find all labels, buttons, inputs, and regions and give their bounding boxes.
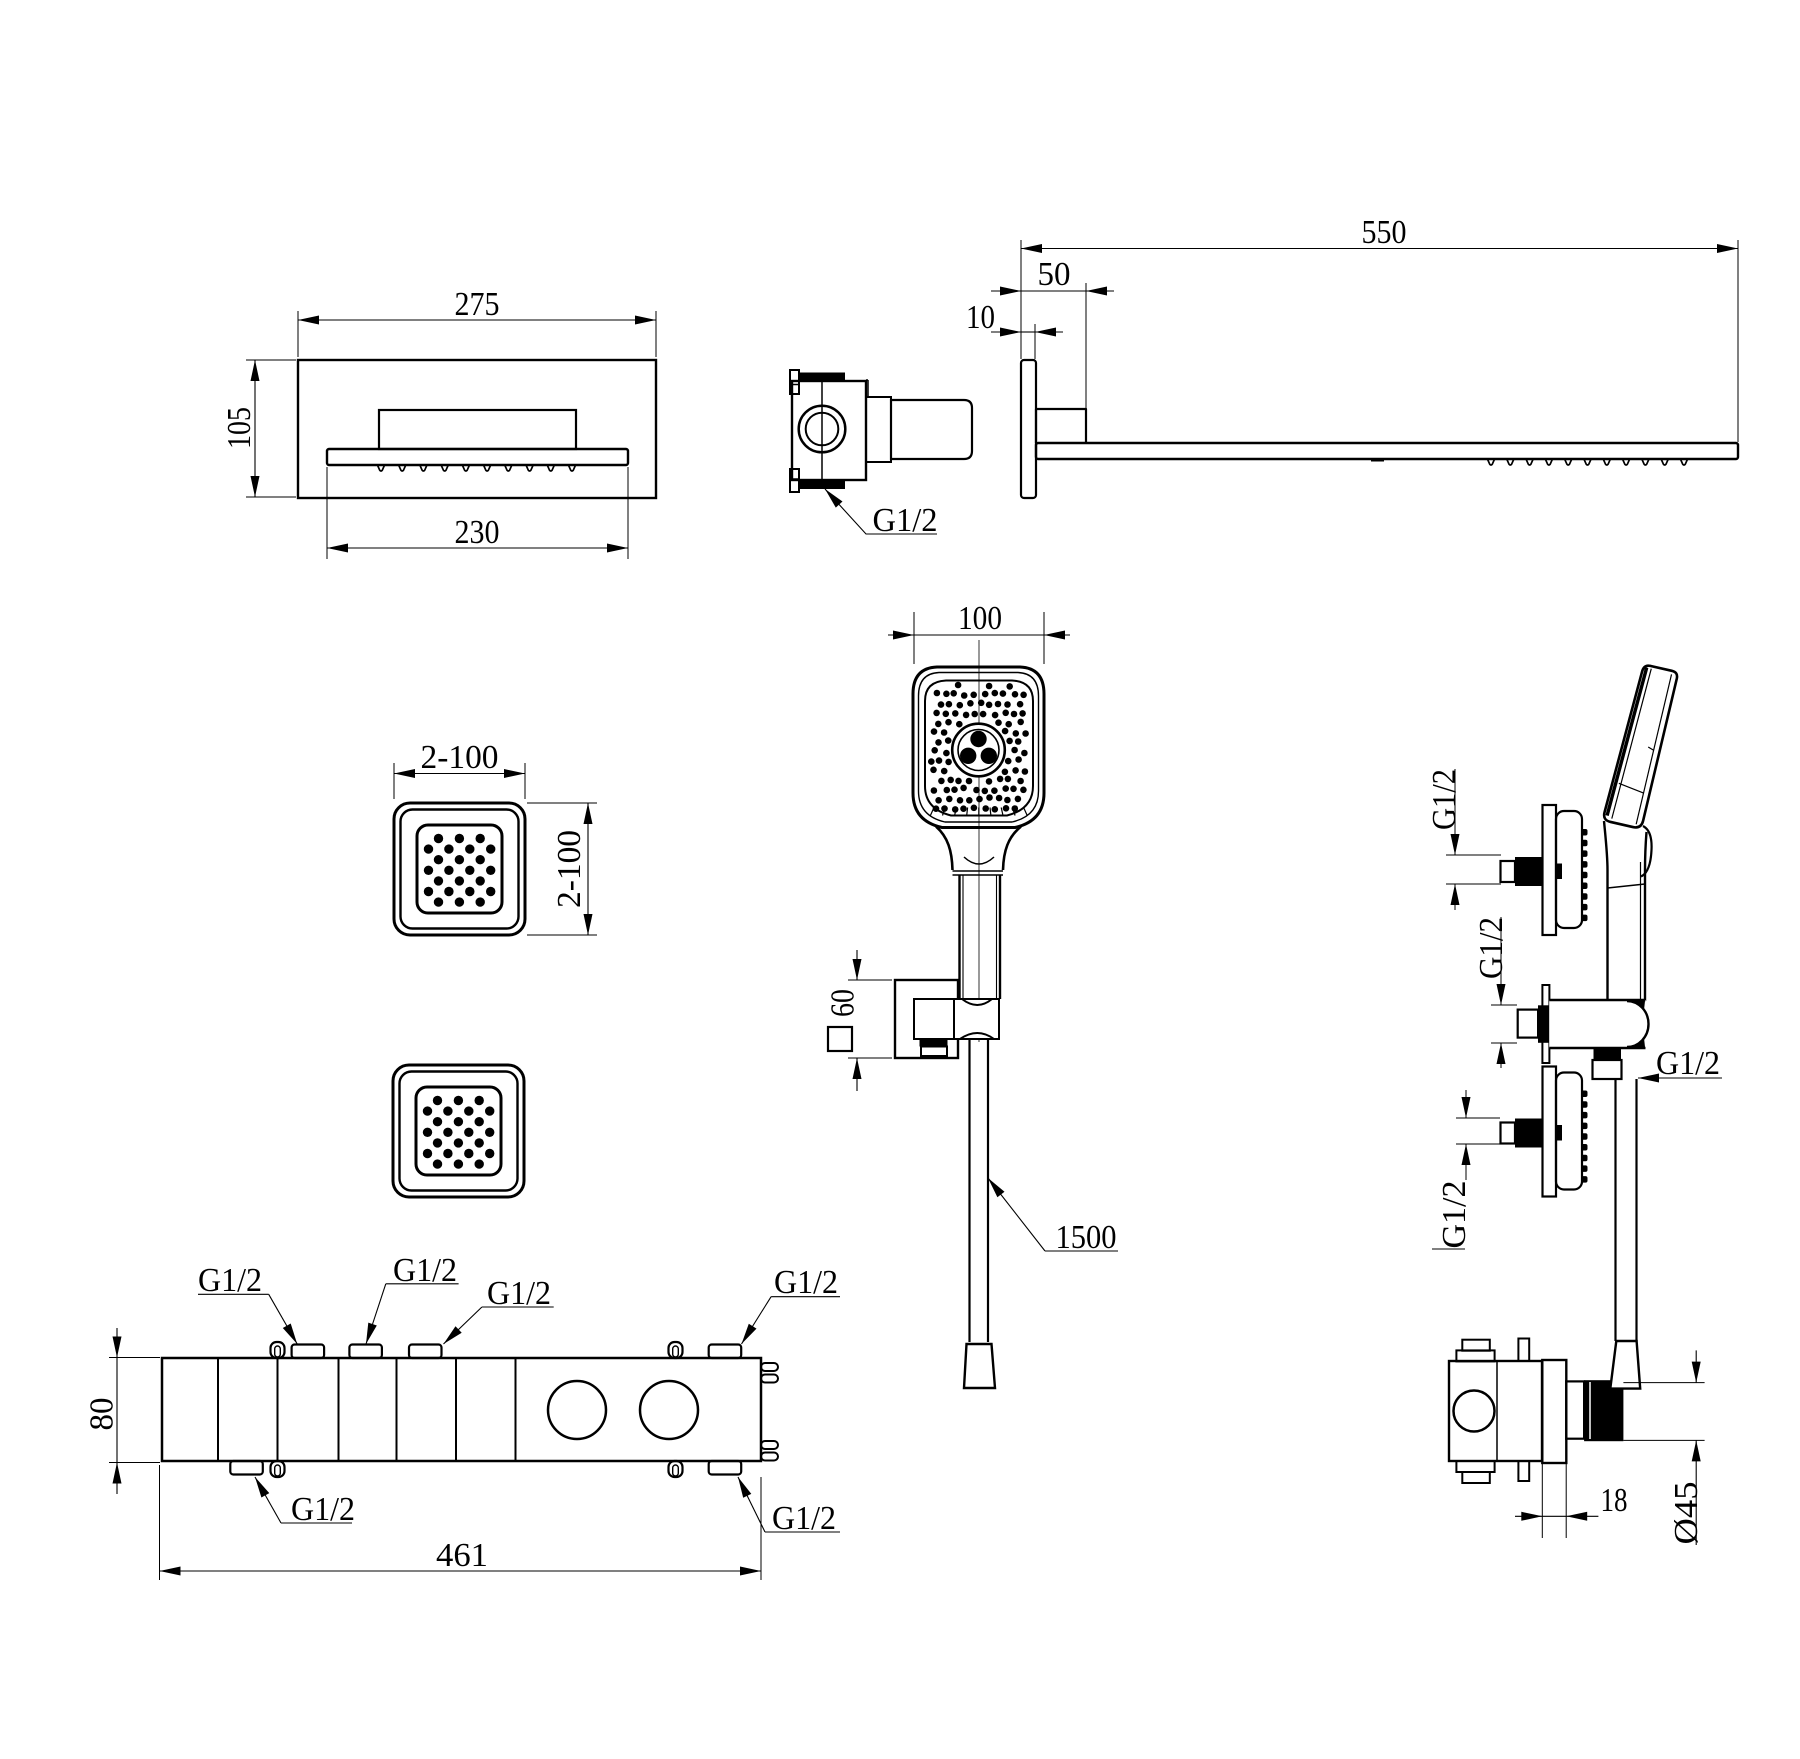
svg-text:G1/2: G1/2 bbox=[1436, 1181, 1473, 1249]
svg-text:10: 10 bbox=[966, 299, 995, 336]
svg-text:461: 461 bbox=[436, 1537, 488, 1574]
svg-text:G1/2: G1/2 bbox=[198, 1262, 262, 1299]
svg-text:100: 100 bbox=[958, 600, 1002, 637]
svg-text:G1/2: G1/2 bbox=[873, 502, 938, 539]
svg-text:550: 550 bbox=[1362, 214, 1407, 251]
svg-text:2-100: 2-100 bbox=[551, 830, 588, 908]
svg-text:275: 275 bbox=[455, 286, 500, 323]
svg-text:105: 105 bbox=[221, 407, 258, 449]
svg-text:G1/2: G1/2 bbox=[487, 1275, 551, 1312]
svg-text:60: 60 bbox=[825, 989, 862, 1017]
svg-text:18: 18 bbox=[1601, 1482, 1628, 1519]
svg-text:80: 80 bbox=[84, 1398, 121, 1431]
svg-text:G1/2: G1/2 bbox=[774, 1264, 838, 1301]
svg-text:1500: 1500 bbox=[1056, 1219, 1117, 1256]
svg-text:2-100: 2-100 bbox=[421, 739, 499, 776]
svg-text:G1/2: G1/2 bbox=[393, 1252, 457, 1289]
svg-text:G1/2: G1/2 bbox=[1426, 769, 1463, 830]
svg-text:G1/2: G1/2 bbox=[291, 1491, 355, 1528]
svg-text:50: 50 bbox=[1038, 256, 1071, 293]
svg-text:G1/2: G1/2 bbox=[1473, 917, 1510, 979]
svg-text:Ø45: Ø45 bbox=[1668, 1482, 1705, 1545]
svg-text:G1/2: G1/2 bbox=[1656, 1045, 1720, 1082]
svg-text:G1/2: G1/2 bbox=[772, 1500, 836, 1537]
svg-text:230: 230 bbox=[455, 514, 500, 551]
